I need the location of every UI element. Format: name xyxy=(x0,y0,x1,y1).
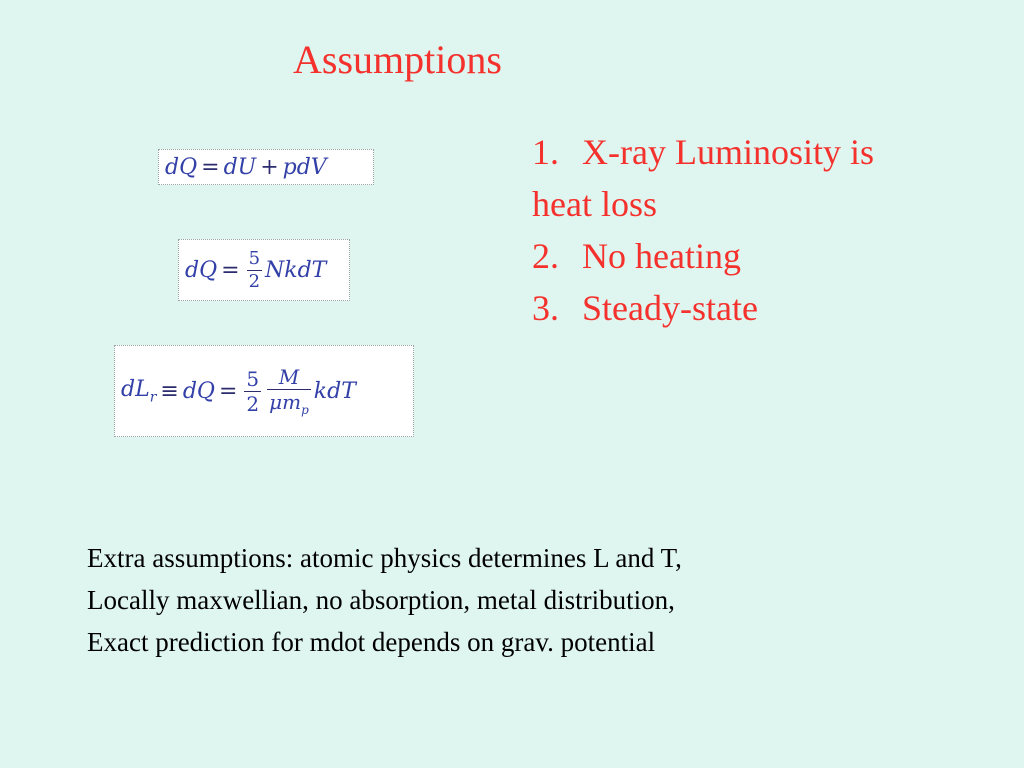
equation-first-law: dQ = dU + pdV xyxy=(158,149,374,185)
list-text: X-ray Luminosity is xyxy=(582,132,874,172)
eq-fraction: 5 2 xyxy=(244,366,262,416)
eq-operator: = xyxy=(201,154,220,180)
eq-numerator: M xyxy=(278,364,300,389)
eq-operator: + xyxy=(260,154,279,180)
eq-denominator: 2 xyxy=(246,391,260,416)
eq-denominator: 2 xyxy=(248,270,261,292)
list-text: Steady-state xyxy=(582,288,758,328)
list-number: 1. xyxy=(532,132,559,172)
eq-term: pdV xyxy=(282,154,327,180)
eq-operator: = xyxy=(218,378,238,404)
eq-operator: = xyxy=(221,257,240,283)
extra-line: Locally maxwellian, no absorption, metal… xyxy=(87,585,675,615)
extra-assumptions: Extra assumptions: atomic physics determ… xyxy=(87,537,947,663)
assumptions-list: 1. X-ray Luminosity is heat loss 2. No hea… xyxy=(532,126,972,334)
eq-subscript: r xyxy=(149,389,157,406)
eq-term: NkdT xyxy=(265,257,327,283)
eq-fraction: 5 2 xyxy=(246,247,263,292)
eq-term: dQ xyxy=(165,154,198,180)
list-item-continuation: heat loss xyxy=(532,184,657,224)
eq-numerator: 5 xyxy=(246,366,260,391)
list-number: 3. xyxy=(532,288,559,328)
list-number: 2. xyxy=(532,236,559,276)
list-item: 2. No heating xyxy=(532,230,972,282)
extra-line: Extra assumptions: atomic physics determ… xyxy=(87,543,682,573)
fraction-bar xyxy=(267,388,311,390)
list-text: No heating xyxy=(582,236,741,276)
eq-denominator: μmp xyxy=(269,389,309,417)
eq-subscript: p xyxy=(301,402,309,417)
extra-line: Exact prediction for mdot depends on gra… xyxy=(87,627,656,657)
eq-term: dU xyxy=(223,154,257,180)
eq-numerator: 5 xyxy=(248,247,261,269)
list-item: 1. X-ray Luminosity is xyxy=(532,126,972,178)
eq-operator: ≡ xyxy=(160,378,179,404)
list-item: 3. Steady-state xyxy=(532,282,972,334)
slide-title: Assumptions xyxy=(293,37,502,82)
fraction-bar xyxy=(246,269,263,271)
equation-luminosity: dLr ≡ dQ = 5 2 M μmp kdT xyxy=(114,345,414,437)
eq-term: dLr xyxy=(121,376,157,406)
eq-term: dQ xyxy=(185,257,218,283)
fraction-bar xyxy=(244,390,262,392)
eq-term: dQ xyxy=(182,378,215,404)
equation-heat: dQ = 5 2 NkdT xyxy=(178,239,350,301)
eq-fraction: M μmp xyxy=(267,367,311,416)
eq-term: kdT xyxy=(313,378,356,404)
